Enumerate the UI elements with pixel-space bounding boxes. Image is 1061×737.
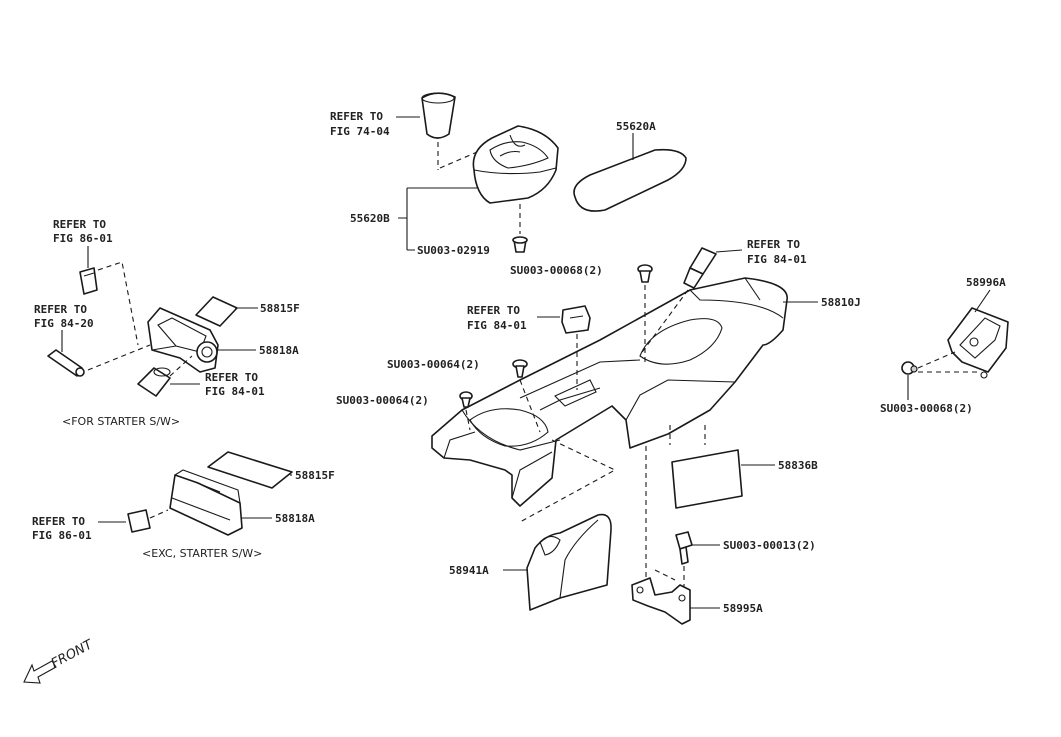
screw-00068-right-icon — [901, 361, 918, 375]
screw-02919-icon — [512, 236, 528, 253]
leader-fig-84-01-right — [715, 249, 743, 253]
label-refer-fig-84-01-center-line1: REFER TO — [467, 304, 520, 317]
switch-bezel-58818A-top-icon — [147, 307, 219, 373]
label-refer-fig-84-01-right-line2: FIG 84-01 — [747, 253, 807, 266]
label-refer-fig-84-20-line2: FIG 84-20 — [34, 317, 94, 330]
label-part-58836B: 58836B — [778, 459, 818, 472]
label-part-58818A-top: 58818A — [259, 344, 299, 357]
bezel-58818A-bottom-icon — [169, 469, 243, 536]
pin-fig-84-01-icon — [683, 247, 717, 289]
connector-fig-86-01-icon — [79, 267, 98, 295]
panel-58815F-bottom-icon — [207, 451, 293, 489]
label-screw-su003-00068-right: SU003-00068(2) — [880, 402, 973, 415]
caption-for-starter-sw: <FOR STARTER S/W> — [62, 415, 180, 428]
plug-dash-line — [169, 355, 193, 377]
label-refer-fig-84-01-center-line2: FIG 84-01 — [467, 319, 527, 332]
bracket-dash-short — [654, 569, 676, 581]
label-refer-fig-84-01-left-line2: FIG 84-01 — [205, 385, 265, 398]
cup-dash-line-2 — [439, 142, 499, 169]
bracket-58995A-icon — [631, 577, 691, 625]
label-part-58815F-top: 58815F — [260, 302, 300, 315]
front-arrow-icon — [23, 660, 57, 684]
caption-exc-starter-sw: <EXC, STARTER S/W> — [142, 547, 262, 560]
screw-00068-top-icon — [637, 264, 653, 283]
label-part-55620A: 55620A — [616, 120, 656, 133]
shift-boot-58941A-icon — [526, 513, 612, 611]
pin-dash-line — [639, 289, 689, 356]
label-refer-fig-84-20-line1: REFER TO — [34, 303, 87, 316]
label-screw-su003-00064-lower: SU003-00064(2) — [336, 394, 429, 407]
label-front: FRONT — [49, 637, 96, 672]
label-refer-fig-86-01-bottom-line1: REFER TO — [32, 515, 85, 528]
label-refer-fig-84-01-right-line1: REFER TO — [747, 238, 800, 251]
screw-00064-lower-dash — [465, 409, 471, 431]
screw-00064-upper-dash — [519, 379, 541, 433]
label-refer-fig-86-01-bottom-line2: FIG 86-01 — [32, 529, 92, 542]
label-screw-su003-00013: SU003-00013(2) — [723, 539, 816, 552]
label-part-58995A: 58995A — [723, 602, 763, 615]
plug-fig-84-01-left-icon — [137, 367, 171, 397]
connector-fig-86-01-bottom-icon — [127, 509, 151, 533]
console-box-58810J-icon — [431, 277, 788, 507]
screw-00064-lower-icon — [459, 391, 473, 408]
label-part-55620B: 55620B — [350, 212, 390, 225]
bolt-00013-icon — [675, 531, 693, 565]
cup-insert-icon — [421, 92, 456, 139]
key-dash-line — [87, 344, 151, 371]
label-part-58810J: 58810J — [821, 296, 861, 309]
connector-bottom-dash — [149, 509, 169, 519]
cup-holder-55620B-icon — [472, 125, 559, 204]
label-screw-su003-02919: SU003-02919 — [417, 244, 490, 257]
bracket-58996A-icon — [947, 307, 1009, 379]
panel-58815F-top-icon — [195, 296, 238, 327]
pad-dash-lines — [669, 425, 706, 445]
pad-58836B-icon — [671, 449, 743, 509]
leader-58996A — [974, 289, 991, 313]
label-part-58996A: 58996A — [966, 276, 1006, 289]
key-fig-84-20-icon — [47, 349, 85, 377]
label-refer-fig-86-01-top-line2: FIG 86-01 — [53, 232, 113, 245]
mat-55620A-icon — [573, 148, 687, 212]
console-switch-icon — [561, 305, 591, 334]
label-refer-fig-86-01-top-line1: REFER TO — [53, 218, 106, 231]
label-part-58815F-bottom: 58815F — [295, 469, 335, 482]
screw-00064-upper-icon — [512, 359, 528, 378]
label-refer-fig-74-04-line2: FIG 74-04 — [330, 125, 390, 138]
label-screw-su003-00064-upper: SU003-00064(2) — [387, 358, 480, 371]
leader-55620B — [398, 187, 478, 251]
screw-00068-right-dash — [917, 351, 978, 373]
label-refer-fig-74-04-line1: REFER TO — [330, 110, 383, 123]
label-screw-su003-00068-top: SU003-00068(2) — [510, 264, 603, 277]
connector-dash-line — [97, 261, 139, 346]
label-refer-fig-84-01-left-line1: REFER TO — [205, 371, 258, 384]
label-part-58818A-bottom: 58818A — [275, 512, 315, 525]
label-part-58941A: 58941A — [449, 564, 489, 577]
